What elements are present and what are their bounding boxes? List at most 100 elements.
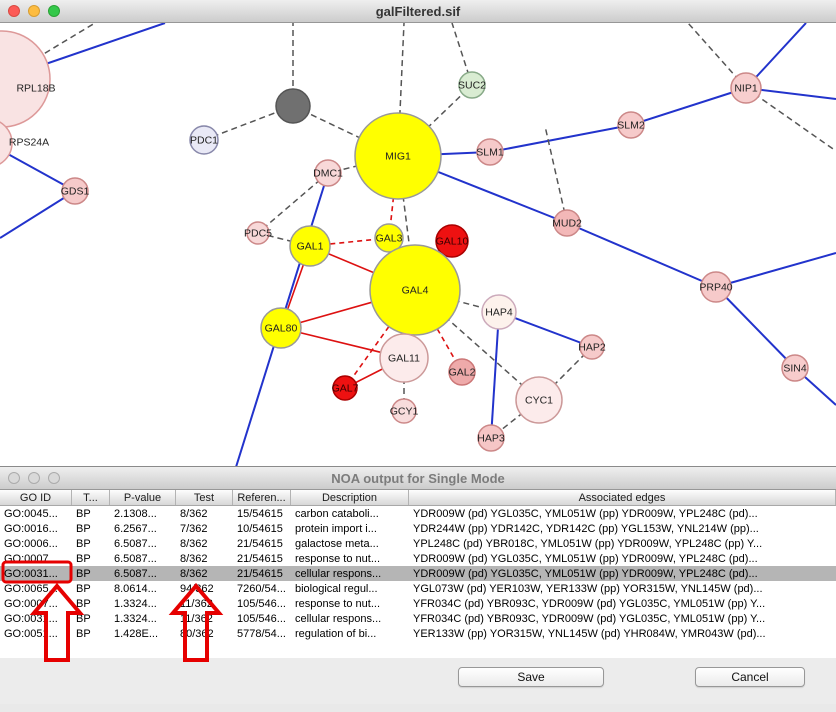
cancel-button[interactable]: Cancel	[695, 667, 805, 687]
graph-node-HAP3[interactable]	[477, 424, 505, 452]
cell-edges: YFR034C (pd) YBR093C, YDR009W (pd) YGL03…	[413, 612, 766, 625]
column-header-p_value[interactable]: P-value	[110, 490, 176, 505]
graph-node-label-SLM2: SLM2	[617, 120, 645, 132]
graph-edge[interactable]	[745, 87, 836, 152]
cell-edges: YDR244W (pp) YDR142C, YDR142C (pp) YGL15…	[413, 522, 759, 535]
cell-reference: 7260/54...	[237, 582, 286, 595]
cell-p_value: 1.3324...	[114, 612, 157, 625]
graph-node-DMC1[interactable]	[314, 159, 342, 187]
graph-node-GAL10[interactable]	[435, 224, 469, 258]
graph-edge[interactable]	[544, 125, 568, 224]
graph-node-label-HAP4: HAP4	[485, 307, 513, 319]
column-header-edges[interactable]: Associated edges	[409, 490, 836, 505]
graph-node-label-GAL2: GAL2	[449, 367, 476, 379]
graph-node-GAL2[interactable]	[448, 358, 476, 386]
graph-node-SUC2[interactable]	[458, 71, 486, 99]
graph-node-PDC5[interactable]	[246, 221, 270, 245]
cell-go_id: GO:0007...	[4, 597, 58, 610]
graph-node-PRP40[interactable]	[700, 271, 732, 303]
graph-node-GAL1[interactable]	[289, 225, 331, 267]
graph-edge[interactable]	[566, 222, 717, 288]
graph-node-label-HAP3: HAP3	[477, 433, 505, 445]
cell-type: BP	[76, 552, 91, 565]
graph-node-label-RPS24A: RPS24A	[9, 137, 49, 149]
column-header-reference[interactable]: Referen...	[233, 490, 291, 505]
cell-test: 11/362	[180, 597, 213, 610]
cell-reference: 21/54615	[237, 537, 283, 550]
noa-titlebar[interactable]: NOA output for Single Mode	[0, 467, 836, 490]
graph-node-GAL80[interactable]	[260, 307, 302, 349]
minimize-button[interactable]	[28, 472, 40, 484]
save-button[interactable]: Save	[458, 667, 604, 687]
column-header-go_id[interactable]: GO ID	[0, 490, 72, 505]
graph-node-MIG1[interactable]	[354, 112, 442, 200]
graph-node-GCY1[interactable]	[391, 398, 417, 424]
graph-edge[interactable]	[490, 311, 500, 439]
graph-edge[interactable]	[715, 252, 836, 288]
graph-node-SLM1[interactable]	[476, 138, 504, 166]
graph-node-CYC1[interactable]	[515, 376, 563, 424]
graph-edge[interactable]	[397, 84, 473, 157]
graph-node-label-GAL11: GAL11	[388, 353, 420, 365]
cell-p_value: 6.5087...	[114, 567, 157, 580]
graph-node-RPS24A[interactable]	[0, 119, 13, 167]
column-header-description[interactable]: Description	[291, 490, 409, 505]
graph-node-GAL11[interactable]	[379, 333, 429, 383]
cell-edges: YPL248C (pd) YBR018C, YML051W (pp) YDR00…	[413, 537, 763, 550]
cell-reference: 15/54615	[237, 507, 283, 520]
network-titlebar[interactable]: galFiltered.sif	[0, 0, 836, 23]
graph-node-GAL4[interactable]	[369, 244, 461, 336]
graph-node-HAP4[interactable]	[481, 294, 517, 330]
graph-node-GDS1[interactable]	[61, 177, 89, 205]
graph-edge[interactable]	[489, 124, 632, 153]
cell-type: BP	[76, 597, 91, 610]
graph-node-label-GAL80: GAL80	[265, 323, 298, 335]
close-button[interactable]	[8, 5, 20, 17]
zoom-button[interactable]	[48, 472, 60, 484]
cell-edges: YGL073W (pd) YER103W, YER133W (pp) YOR31…	[413, 582, 763, 595]
cell-description: galactose meta...	[295, 537, 379, 550]
graph-edge[interactable]	[1, 23, 96, 80]
graph-node-SLM2[interactable]	[617, 111, 645, 139]
cell-edges: YER133W (pp) YOR315W, YNL145W (pd) YHR08…	[413, 627, 766, 640]
cell-description: protein import i...	[295, 522, 377, 535]
graph-node-MUD2[interactable]	[553, 209, 581, 237]
minimize-button[interactable]	[28, 5, 40, 17]
cell-edges: YDR009W (pd) YGL035C, YML051W (pp) YDR00…	[413, 507, 758, 520]
cell-edges: YDR009W (pd) YGL035C, YML051W (pp) YDR00…	[413, 552, 758, 565]
graph-edge[interactable]	[414, 289, 463, 373]
column-header-type[interactable]: T...	[72, 490, 110, 505]
graph-node-GAL7[interactable]	[332, 375, 358, 401]
graph-node-GAL3[interactable]	[374, 223, 404, 253]
graph-edge[interactable]	[257, 172, 329, 234]
cell-p_value: 6.5087...	[114, 537, 157, 550]
graph-node-label-PDC1: PDC1	[190, 135, 218, 147]
graph-edge[interactable]	[630, 87, 747, 126]
graph-edge[interactable]	[414, 289, 540, 401]
graph-node-unnamed[interactable]	[275, 88, 311, 124]
graph-node-label-SUC2: SUC2	[458, 80, 486, 92]
zoom-button[interactable]	[48, 5, 60, 17]
graph-node-SIN4[interactable]	[781, 354, 809, 382]
cell-type: BP	[76, 567, 91, 580]
column-header-test[interactable]: Test	[176, 490, 233, 505]
graph-node-HAP2[interactable]	[579, 334, 605, 360]
graph-node-RPL18B[interactable]	[0, 30, 51, 128]
graph-node-NIP1[interactable]	[730, 72, 762, 104]
graph-edge[interactable]	[715, 286, 796, 369]
graph-edge[interactable]	[0, 190, 76, 239]
close-button[interactable]	[8, 472, 20, 484]
cell-go_id: GO:0031...	[4, 612, 58, 625]
graph-node-PDC1[interactable]	[189, 125, 219, 155]
